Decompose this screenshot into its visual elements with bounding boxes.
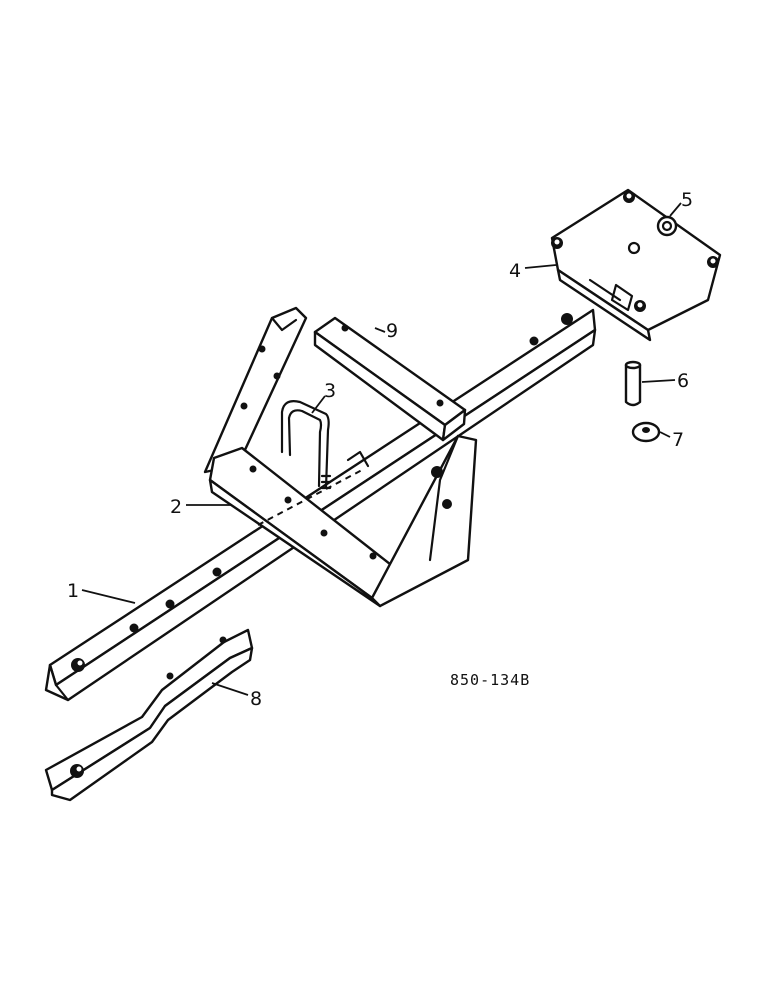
callout-labels: 1 2 3 4 5 6 7 8 9	[67, 189, 693, 710]
hitch-plate	[550, 188, 722, 342]
pin	[624, 360, 642, 407]
callout-4: 4	[509, 260, 521, 282]
swing-frame	[203, 306, 478, 608]
callout-8: 8	[250, 688, 262, 710]
drawbar	[44, 308, 597, 702]
callout-9: 9	[386, 320, 398, 342]
stud	[656, 215, 678, 237]
u-bolt	[280, 400, 332, 490]
washer	[631, 421, 661, 443]
spacer-bar	[313, 316, 467, 442]
callout-3: 3	[324, 380, 336, 402]
offset-strap	[44, 628, 254, 802]
callout-5: 5	[681, 189, 693, 211]
callout-6: 6	[677, 370, 689, 392]
callout-7: 7	[672, 429, 684, 451]
callout-2: 2	[170, 496, 182, 518]
drawing-reference-code: 850-134B	[450, 671, 530, 689]
leader-lines	[81, 202, 682, 696]
callout-1: 1	[67, 580, 79, 602]
